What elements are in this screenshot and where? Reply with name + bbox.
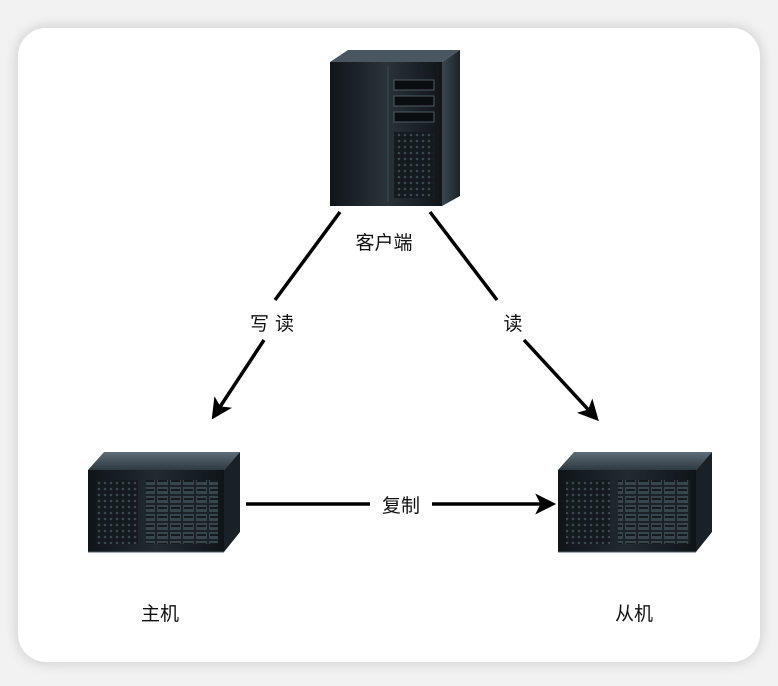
arrow-client-to-slave: [428, 210, 599, 422]
client-label: 客户端: [355, 232, 412, 254]
slave-label: 从机: [615, 603, 653, 625]
master-label: 主机: [141, 603, 179, 625]
edge-label-read: 读: [503, 313, 522, 335]
edge-label-replication: 复制: [382, 495, 420, 517]
arrow-client-to-master: [211, 210, 342, 420]
slave-server-icon: [558, 452, 712, 553]
edge-label-read-write: 写 读: [250, 313, 294, 335]
client-server-icon: [330, 50, 460, 206]
master-server-icon: [88, 452, 240, 553]
